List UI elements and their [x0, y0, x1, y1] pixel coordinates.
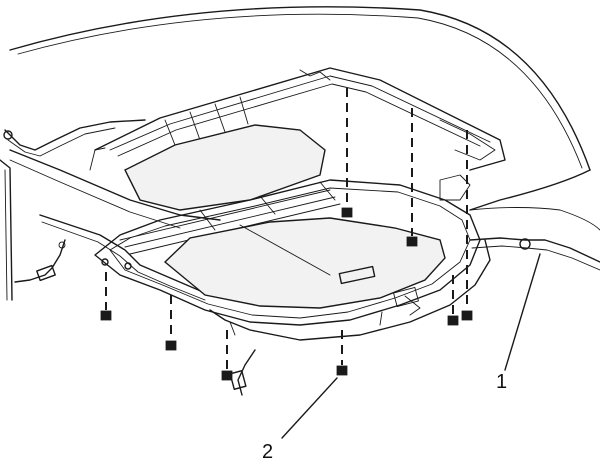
callout-1: 1 — [496, 371, 507, 393]
rear-glass — [124, 124, 326, 211]
left-side-rail — [9, 149, 221, 301]
nut — [447, 315, 459, 326]
left-wire-harness — [0, 119, 146, 301]
leader-lines — [281, 253, 541, 439]
nut — [341, 207, 353, 218]
front-frame — [94, 179, 491, 341]
front-glass — [163, 217, 446, 309]
leader-line-1 — [504, 253, 541, 371]
drain-tube — [439, 174, 600, 271]
roof-panel — [9, 6, 600, 231]
callout-2: 2 — [262, 441, 273, 463]
lower-connector — [229, 349, 256, 396]
nuts — [100, 207, 473, 381]
nut — [100, 310, 112, 321]
nut — [461, 310, 473, 321]
nut — [165, 340, 177, 351]
sunroof-handle — [338, 265, 376, 285]
glass-reflection — [239, 224, 331, 276]
fastener-guides — [105, 88, 468, 370]
rear-frame — [89, 67, 506, 171]
nut — [336, 365, 348, 376]
nut — [406, 236, 418, 247]
nut — [221, 370, 233, 381]
leader-line-2 — [281, 377, 338, 439]
left-connector — [14, 239, 66, 283]
